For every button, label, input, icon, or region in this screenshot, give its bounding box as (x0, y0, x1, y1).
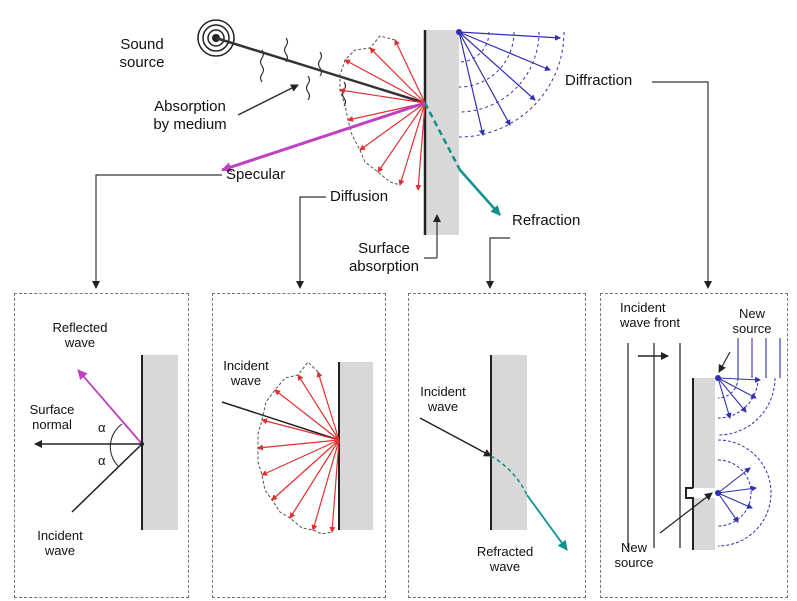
absorption-medium-label: Absorption by medium (140, 98, 240, 134)
new-source-bottom-line2: source (614, 555, 654, 570)
top-diffusion-envelope (339, 35, 401, 186)
new-source-bottom-label: New source (606, 540, 662, 570)
reflected-wave-line1: Reflected (52, 320, 108, 335)
sound-source-line2: source (119, 54, 165, 71)
incident-ray (215, 36, 426, 105)
diffusion-label: Diffusion (330, 188, 389, 205)
refraction-dashed-path (490, 455, 528, 496)
incident-wave-front-label: Incident wave front (620, 300, 680, 330)
diffusion-wall (339, 362, 373, 530)
new-source-top-line1: New (738, 306, 765, 321)
specular-panel (14, 293, 189, 598)
refraction-incident-label: Incident wave (412, 384, 474, 414)
diffusion-incident-label: Incident wave (216, 358, 276, 388)
sound-source-icon (197, 19, 235, 57)
wave-front-lines (627, 343, 681, 548)
refracted-wave-label: Refracted wave (470, 544, 540, 574)
specular-incident-line1: Incident (37, 528, 83, 543)
angle-alpha-lower: α (98, 453, 106, 468)
diffusion-incident-line1: Incident (223, 358, 269, 373)
refraction-refracted-arrow (526, 494, 568, 551)
specular-incident-line2: wave (44, 543, 76, 558)
refraction-label: Refraction (512, 212, 581, 229)
new-source-top-line2: source (732, 321, 772, 336)
absorption-squiggles (259, 35, 449, 213)
surface-normal-line1: Surface (29, 402, 75, 417)
incident-wave-front-line1: Incident (620, 300, 666, 315)
refraction-incident-arrow (419, 417, 492, 457)
surface-absorption-label: Surface absorption (343, 240, 425, 276)
new-source-top-label: New source (724, 306, 780, 336)
diffusion-fan (257, 371, 340, 533)
refraction-panel (408, 293, 586, 598)
diffraction-fan-top (715, 338, 781, 436)
top-diffusion-fan (339, 39, 426, 191)
diffusion-panel (212, 293, 386, 598)
incident-wave-front-line2: wave front (620, 315, 680, 330)
reflected-wave-label: Reflected wave (40, 320, 120, 350)
absorption-medium-line1: Absorption (154, 98, 226, 115)
diffusion-incident-line2: wave (230, 373, 262, 388)
specular-reflected-arrow (77, 369, 143, 445)
top-wall (425, 30, 459, 235)
diffraction-wall-upper (693, 378, 715, 488)
refracted-wave-line2: wave (489, 559, 521, 574)
diffraction-label: Diffraction (565, 72, 633, 89)
surface-normal-label: Surface normal (22, 402, 82, 432)
absorption-medium-line2: by medium (153, 116, 227, 133)
top-diffraction-fan (456, 29, 565, 138)
specular-ray (221, 101, 426, 172)
diffraction-panel (600, 293, 788, 598)
refraction-wall (491, 355, 527, 530)
specular-wall (142, 355, 178, 530)
connector-lines (92, 81, 712, 289)
specular-incident-label: Incident wave (30, 528, 90, 558)
diffusion-incident-line (221, 401, 340, 441)
new-source-top-pointer (718, 351, 731, 373)
diffusion-envelope (257, 361, 333, 535)
reflected-wave-line2: wave (64, 335, 96, 350)
surface-absorption-line2: absorption (348, 258, 420, 275)
new-source-bottom-pointer (659, 492, 713, 534)
surface-absorption-line1: Surface (358, 240, 410, 257)
sound-source-line1: Sound (120, 36, 164, 53)
refraction-incident-line1: Incident (420, 384, 466, 399)
sound-source-label: Sound source (112, 36, 172, 72)
refraction-ray (423, 102, 462, 171)
diffraction-fan-bottom (715, 439, 772, 547)
refracted-wave-line1: Refracted (476, 544, 534, 559)
diffraction-wall-lower (693, 498, 715, 550)
new-source-bottom-line1: New (620, 540, 647, 555)
specular-incident-line (71, 443, 143, 513)
angle-alpha-upper: α (98, 420, 106, 435)
absorption-pointer (237, 84, 299, 116)
surface-normal-line2: normal (32, 417, 72, 432)
refraction-incident-line2: wave (427, 399, 459, 414)
specular-label: Specular (226, 166, 286, 183)
